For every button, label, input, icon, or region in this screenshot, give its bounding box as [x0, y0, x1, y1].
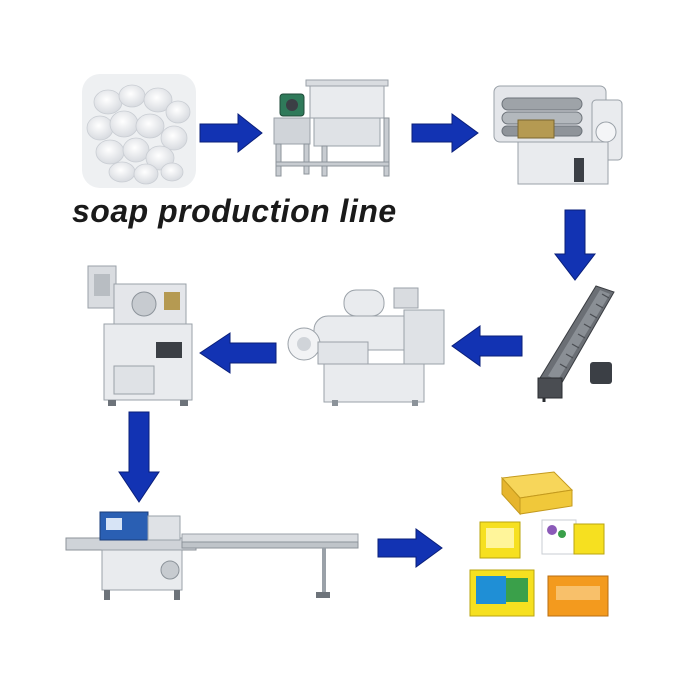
flow-wrapping-machine-icon — [66, 508, 362, 604]
soap-noodles-icon — [80, 72, 198, 190]
arrow-left-icon — [200, 332, 276, 374]
stamping-machine-icon — [84, 262, 196, 408]
vacuum-plodder-icon — [284, 280, 450, 408]
arrow-right-icon — [412, 113, 478, 153]
three-roller-mill-icon — [488, 80, 626, 190]
arrow-right-icon — [378, 528, 442, 568]
arrow-down-icon — [554, 210, 596, 280]
arrow-left-icon — [452, 325, 522, 367]
belt-conveyor-icon — [530, 282, 618, 404]
arrow-down-icon — [118, 412, 160, 502]
mixer-machine-icon — [266, 78, 400, 180]
arrow-right-icon — [200, 113, 262, 153]
finished-soap-icon — [462, 468, 620, 624]
page-title: soap production line — [72, 193, 492, 241]
